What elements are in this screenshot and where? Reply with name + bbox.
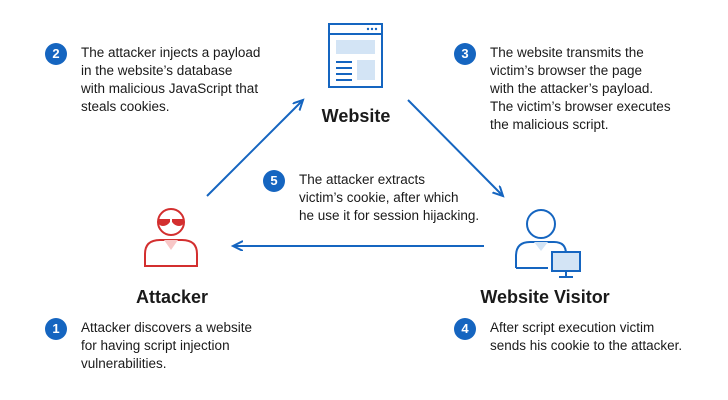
step-text-3: The website transmits the victim’s brows… <box>490 44 671 134</box>
step-1-line-3: vulnerabilities. <box>81 356 167 371</box>
step-3-line-3: with the attacker’s payload. <box>490 81 654 96</box>
step-3-line-2: victim’s browser the page <box>490 63 643 78</box>
step-5-line-2: victim’s cookie, after which <box>299 190 459 205</box>
step-badge-2: 2 <box>45 43 67 65</box>
step-2-line-1: The attacker injects a payload <box>81 45 261 60</box>
step-text-4: After script execution victim sends his … <box>490 319 682 355</box>
step-4-line-1: After script execution victim <box>490 320 655 335</box>
step-badge-4: 4 <box>454 318 476 340</box>
user-with-computer-icon <box>515 209 581 278</box>
step-3-line-4: The victim’s browser executes <box>490 99 671 114</box>
website-label: Website <box>321 106 391 126</box>
step-2-line-2: in the website’s database <box>81 63 233 78</box>
step-2-line-4: steals cookies. <box>81 99 170 114</box>
step-text-2: The attacker injects a payload in the we… <box>81 44 260 116</box>
website-visitor-label: Website Visitor <box>480 287 610 307</box>
step-5-line-3: he use it for session hijacking. <box>299 208 480 223</box>
step-badge-1: 1 <box>45 318 67 340</box>
arrow-attacker-to-website <box>206 100 303 197</box>
step-1-line-1: Attacker discovers a website <box>81 320 253 335</box>
attacker-label: Attacker <box>135 287 209 307</box>
step-text-1: Attacker discovers a website for having … <box>81 319 252 373</box>
hacker-sunglasses-icon <box>144 208 198 267</box>
step-3-line-1: The website transmits the <box>490 45 644 60</box>
step-badge-5: 5 <box>263 170 285 192</box>
step-3-line-5: the malicious script. <box>490 117 609 132</box>
step-5-line-1: The attacker extracts <box>299 172 426 187</box>
step-badge-3: 3 <box>454 43 476 65</box>
arrow-website-to-visitor <box>407 99 503 196</box>
step-4-line-2: sends his cookie to the attacker. <box>490 338 683 353</box>
step-1-line-2: for having script injection <box>81 338 230 353</box>
browser-window-icon <box>328 23 383 88</box>
step-2-line-3: with malicious JavaScript that <box>81 81 259 96</box>
step-text-5: The attacker extracts victim’s cookie, a… <box>299 171 479 225</box>
